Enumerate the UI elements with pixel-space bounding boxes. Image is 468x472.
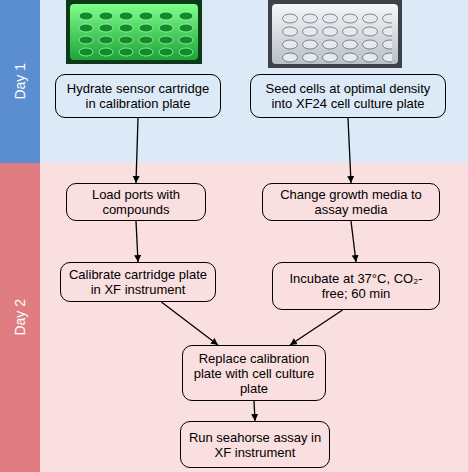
process-box: Load ports with compounds: [66, 183, 206, 221]
process-box: Calibrate cartridge plate in XF instrume…: [60, 262, 216, 302]
green-plate-photo: [66, 0, 202, 64]
flow-arrow: [351, 221, 356, 262]
plate-body: [70, 4, 198, 60]
day-label: Day 2: [12, 299, 28, 336]
process-box: Hydrate sensor cartridge in calibration …: [55, 74, 221, 118]
process-box: Replace calibration plate with cell cult…: [182, 345, 326, 401]
day-label: Day 1: [12, 63, 28, 100]
photo-background: [268, 0, 402, 68]
step-text: Seed cells at optimal density into XF24 …: [256, 81, 440, 111]
plate-body: [272, 4, 398, 64]
process-box: Change growth media to assay media: [262, 183, 440, 221]
day-strip: Day 2: [0, 163, 40, 472]
day-band: Day 1 Hydrate sensor cartridge in calibra…: [0, 0, 468, 163]
photo-background: [66, 0, 202, 64]
day-band: Day 2 Load ports with compounds Change gro…: [0, 163, 468, 472]
flow-arrow: [161, 302, 218, 345]
step-text: Replace calibration plate with cell cult…: [188, 351, 320, 396]
step-text: Calibrate cartridge plate in XF instrume…: [66, 267, 210, 297]
step-text: Hydrate sensor cartridge in calibration …: [61, 81, 215, 111]
process-box: Run seahorse assay in XF instrument: [180, 421, 330, 468]
flow-arrow: [254, 401, 255, 421]
step-text: Load ports with compounds: [72, 187, 200, 217]
flow-arrow: [136, 221, 138, 262]
flow-arrow: [290, 310, 343, 345]
flow-arrow: [136, 118, 138, 183]
step-text: Run seahorse assay in XF instrument: [186, 430, 324, 460]
day-strip: Day 1: [0, 0, 40, 163]
flow-arrow: [348, 118, 351, 183]
process-box: Seed cells at optimal density into XF24 …: [250, 74, 446, 118]
step-text: Change growth media to assay media: [268, 187, 434, 217]
plate-wells: [280, 12, 392, 64]
step-text: Incubate at 37°C, CO₂-free; 60 min: [278, 271, 434, 301]
process-box: Incubate at 37°C, CO₂-free; 60 min: [272, 262, 440, 310]
clear-plate-photo: [268, 0, 402, 68]
plate-wells: [76, 10, 196, 58]
